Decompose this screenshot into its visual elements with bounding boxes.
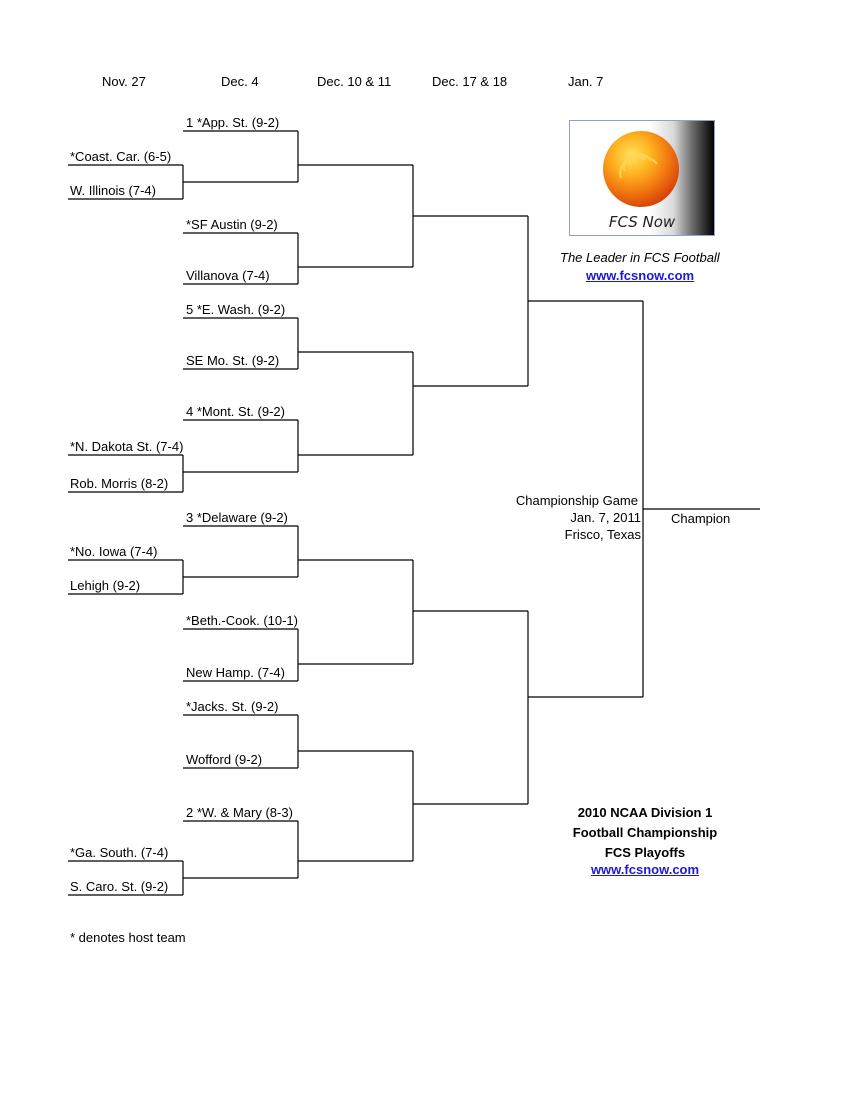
round-header-4: Dec. 17 & 18: [432, 74, 508, 89]
logo-ball-icon: [603, 131, 679, 207]
team-beth-cook: *Beth.-Cook. (10-1): [186, 613, 298, 628]
round-header-1: Nov. 27: [102, 74, 146, 89]
title-line-3: FCS Playoffs: [604, 845, 686, 860]
team-sf-austin: *SF Austin (9-2): [186, 217, 278, 232]
championship-date: Jan. 7, 2011: [570, 510, 641, 525]
championship-label: Championship Game: [515, 493, 638, 508]
logo-tagline: The Leader in FCS Football: [560, 250, 720, 265]
team-mont-st: 4 *Mont. St. (9-2): [186, 404, 285, 419]
team-w-illinois: W. Illinois (7-4): [70, 183, 156, 198]
fcs-now-logo: FCS Now: [569, 120, 715, 236]
team-ga-south: *Ga. South. (7-4): [70, 845, 169, 860]
team-lehigh: Lehigh (9-2): [70, 578, 141, 593]
team-new-hamp: New Hamp. (7-4): [186, 665, 285, 680]
team-se-mo-st: SE Mo. St. (9-2): [186, 353, 280, 368]
logo-link[interactable]: www.fcsnow.com: [586, 268, 695, 283]
team-app-st: 1 *App. St. (9-2): [186, 115, 280, 130]
team-e-wash: 5 *E. Wash. (9-2): [186, 302, 286, 317]
team-jacks-st: *Jacks. St. (9-2): [186, 699, 279, 714]
team-w-mary: 2 *W. & Mary (8-3): [186, 805, 293, 820]
title-line-2: Football Championship: [572, 825, 718, 840]
logo-swirl-icon: [619, 152, 658, 179]
title-line-1: 2010 NCAA Division 1: [577, 805, 713, 820]
team-villanova: Villanova (7-4): [186, 268, 270, 283]
round-header-2: Dec. 4: [221, 74, 259, 89]
team-delaware: 3 *Delaware (9-2): [186, 510, 288, 525]
team-s-caro-st: S. Caro. St. (9-2): [70, 879, 169, 894]
team-coast-car: *Coast. Car. (6-5): [70, 149, 172, 164]
championship-location: Frisco, Texas: [564, 527, 641, 542]
team-wofford: Wofford (9-2): [186, 752, 263, 767]
champion-label: Champion: [671, 511, 731, 526]
team-n-dakota-st: *N. Dakota St. (7-4): [70, 439, 184, 454]
title-link[interactable]: www.fcsnow.com: [590, 862, 700, 877]
footnote: * denotes host team: [70, 930, 186, 945]
team-rob-morris: Rob. Morris (8-2): [70, 476, 169, 491]
round-header-5: Jan. 7: [568, 74, 604, 89]
round-header-3: Dec. 10 & 11: [317, 74, 392, 89]
team-no-iowa: *No. Iowa (7-4): [70, 544, 158, 559]
logo-text: FCS Now: [608, 213, 676, 231]
